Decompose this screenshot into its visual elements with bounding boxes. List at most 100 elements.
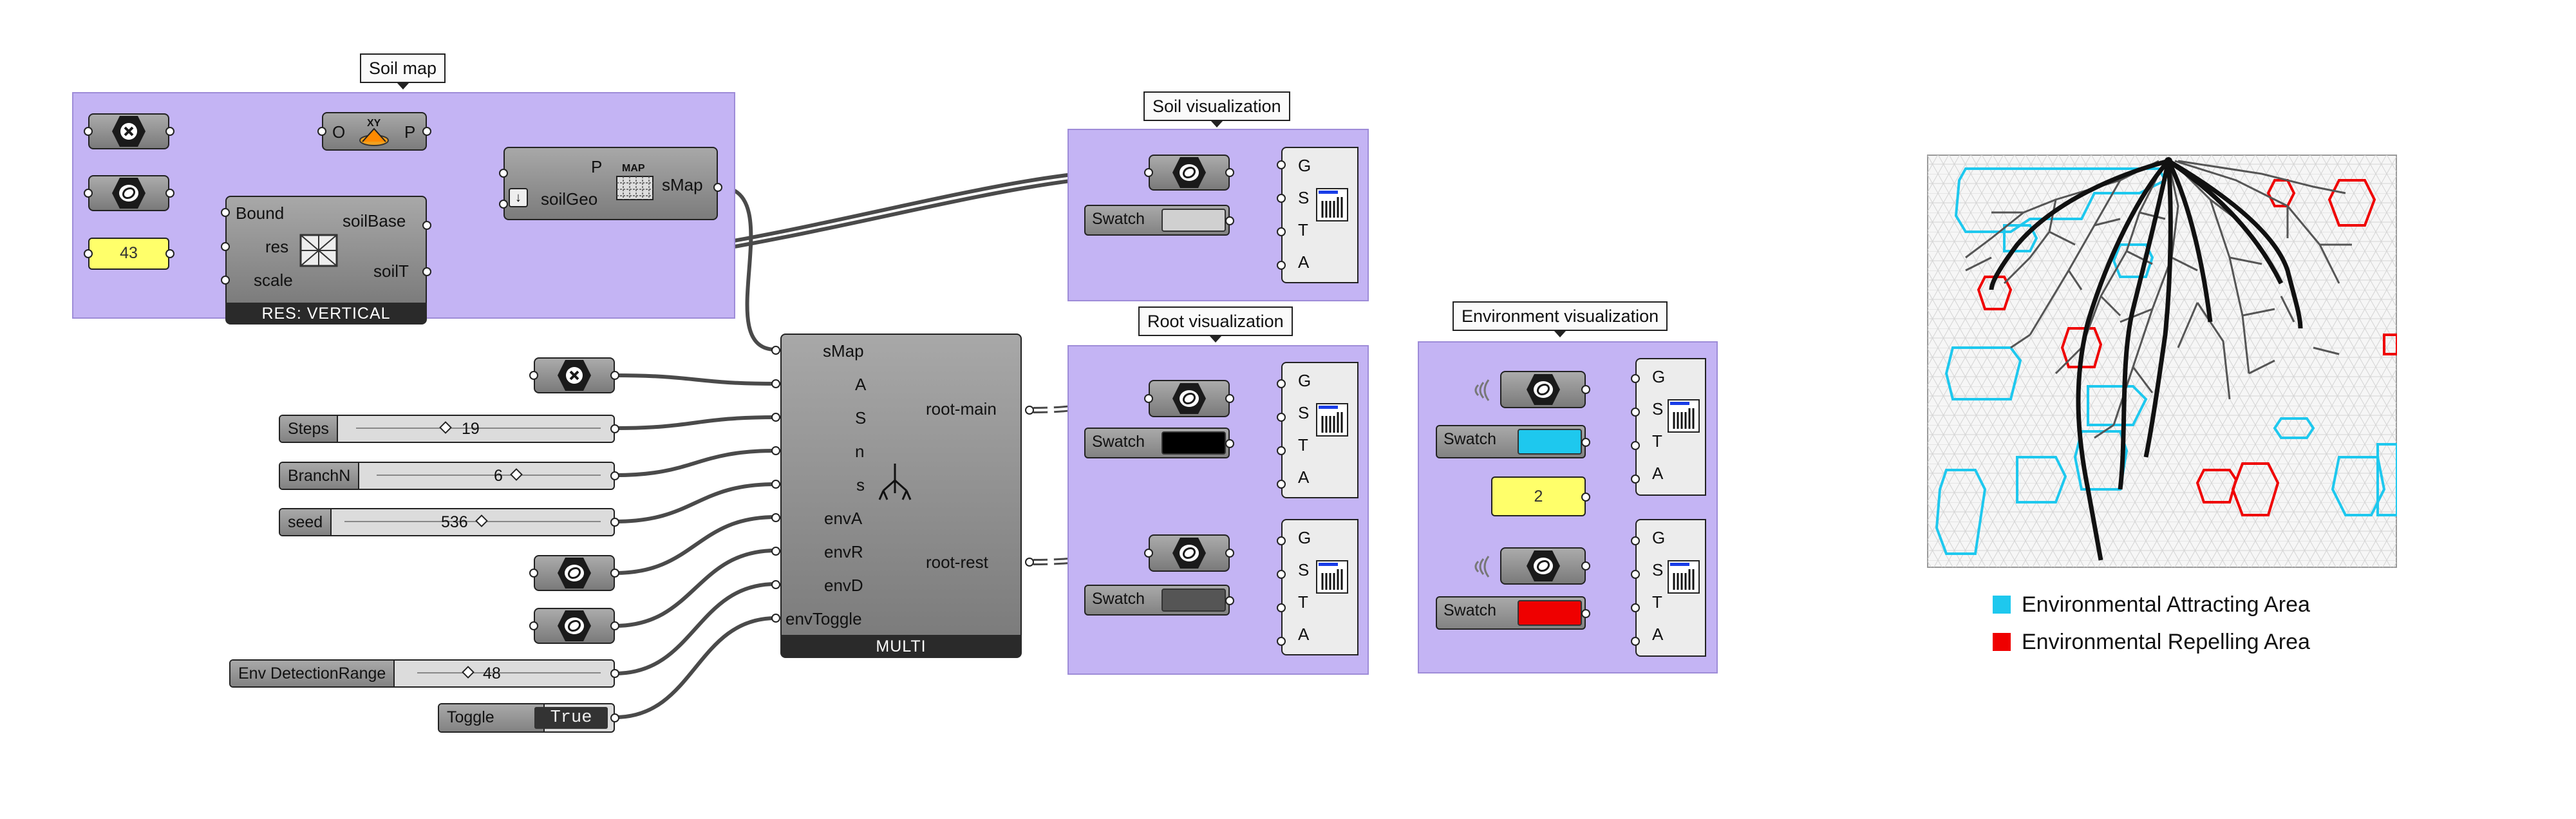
swatch-color[interactable] (1161, 209, 1226, 232)
port[interactable] (1277, 413, 1286, 422)
port[interactable] (1025, 558, 1034, 567)
port[interactable] (771, 480, 780, 489)
port[interactable] (1144, 168, 1153, 177)
geometry-param[interactable] (88, 175, 169, 211)
toggle-value[interactable]: True (534, 707, 608, 729)
port[interactable] (771, 547, 780, 556)
port[interactable] (1277, 261, 1286, 270)
custom-preview-root-rest[interactable]: G S T A (1281, 519, 1359, 655)
port[interactable] (713, 183, 722, 192)
port[interactable] (221, 242, 230, 251)
port[interactable] (771, 614, 780, 623)
port[interactable] (84, 127, 93, 136)
port[interactable] (771, 379, 780, 388)
port[interactable] (771, 346, 780, 355)
geometry-param-root-main[interactable] (1149, 380, 1230, 417)
geometry-param-env-attract[interactable] (1500, 371, 1586, 408)
port[interactable] (610, 471, 619, 480)
swatch-color[interactable] (1161, 431, 1226, 455)
port[interactable] (529, 569, 538, 578)
port[interactable] (1631, 603, 1640, 612)
geometry-param-soil-vis[interactable] (1149, 155, 1230, 191)
port[interactable] (1581, 438, 1590, 447)
swatch-repel[interactable]: Swatch (1436, 596, 1586, 630)
port[interactable] (499, 169, 508, 178)
swatch-soil[interactable]: Swatch (1084, 205, 1230, 236)
port[interactable] (221, 276, 230, 285)
port[interactable] (1225, 168, 1234, 177)
port[interactable] (1025, 406, 1034, 415)
port[interactable] (1631, 570, 1640, 579)
port[interactable] (529, 621, 538, 630)
port[interactable] (165, 249, 174, 258)
port[interactable] (1225, 394, 1234, 403)
geometry-param-env-repel[interactable] (1500, 547, 1586, 585)
port[interactable] (1225, 439, 1234, 448)
port[interactable] (1277, 603, 1286, 612)
geometry-param-empty[interactable] (88, 113, 169, 149)
res-vertical-component[interactable]: Bound res scale soilBase soilT (225, 196, 427, 304)
swatch-color[interactable] (1518, 600, 1582, 626)
port[interactable] (1631, 536, 1640, 545)
slider-steps[interactable]: Steps 19 (279, 415, 615, 443)
port[interactable] (1631, 408, 1640, 417)
port[interactable] (610, 569, 619, 578)
port[interactable] (771, 513, 780, 522)
construct-point-component[interactable]: O XY P (322, 112, 427, 151)
port[interactable] (1225, 216, 1234, 225)
port[interactable] (529, 371, 538, 380)
port[interactable] (1225, 596, 1234, 605)
port[interactable] (1277, 446, 1286, 455)
port[interactable] (1631, 475, 1640, 484)
port[interactable] (1277, 480, 1286, 489)
multi-root-component[interactable]: sMap A S n s envA envR envD envToggle ro… (780, 334, 1022, 636)
port[interactable] (1277, 379, 1286, 388)
geometry-param-empty-2[interactable] (534, 357, 615, 393)
port[interactable] (1581, 561, 1590, 570)
port[interactable] (317, 127, 326, 136)
port[interactable] (771, 413, 780, 422)
port[interactable] (771, 446, 780, 455)
port[interactable] (1277, 637, 1286, 646)
port[interactable] (610, 621, 619, 630)
slider-env-detection-range[interactable]: Env DetectionRange 48 (229, 659, 615, 688)
slider-branchn[interactable]: BranchN 6 (279, 462, 615, 490)
port[interactable] (771, 580, 780, 589)
port[interactable] (1144, 549, 1153, 558)
number-panel-env[interactable]: 2 (1491, 476, 1586, 516)
port[interactable] (221, 208, 230, 217)
geometry-param-repel[interactable] (534, 608, 615, 644)
port[interactable] (165, 189, 174, 198)
slider-knob-icon[interactable] (510, 468, 523, 481)
slider-seed[interactable]: seed 536 (279, 508, 615, 536)
swatch-attract[interactable]: Swatch (1436, 425, 1586, 458)
port[interactable] (1277, 570, 1286, 579)
port[interactable] (84, 189, 93, 198)
port[interactable] (499, 200, 508, 209)
custom-preview-attract[interactable]: G S T A (1635, 358, 1706, 496)
port[interactable] (610, 713, 619, 722)
swatch-root-rest[interactable]: Swatch (1084, 585, 1230, 616)
port[interactable] (1631, 374, 1640, 383)
soil-map-component[interactable]: P ↓ soilGeo MAP sMap (503, 147, 718, 220)
port[interactable] (1277, 160, 1286, 169)
port[interactable] (1277, 536, 1286, 545)
port[interactable] (1277, 227, 1286, 236)
port[interactable] (610, 518, 619, 527)
port[interactable] (1581, 385, 1590, 394)
port[interactable] (1277, 194, 1286, 203)
swatch-root-main[interactable]: Swatch (1084, 428, 1230, 458)
port[interactable] (1631, 441, 1640, 450)
custom-preview-repel[interactable]: G S T A (1635, 519, 1706, 657)
slider-knob-icon[interactable] (439, 421, 452, 434)
port[interactable] (610, 424, 619, 433)
port[interactable] (422, 127, 431, 136)
port[interactable] (1225, 549, 1234, 558)
toggle-component[interactable]: Toggle True (438, 703, 615, 733)
port[interactable] (1144, 394, 1153, 403)
port[interactable] (1581, 493, 1590, 502)
custom-preview-soil[interactable]: G S T A (1281, 147, 1359, 283)
swatch-color[interactable] (1161, 588, 1226, 612)
port[interactable] (1581, 609, 1590, 618)
port[interactable] (422, 221, 431, 230)
